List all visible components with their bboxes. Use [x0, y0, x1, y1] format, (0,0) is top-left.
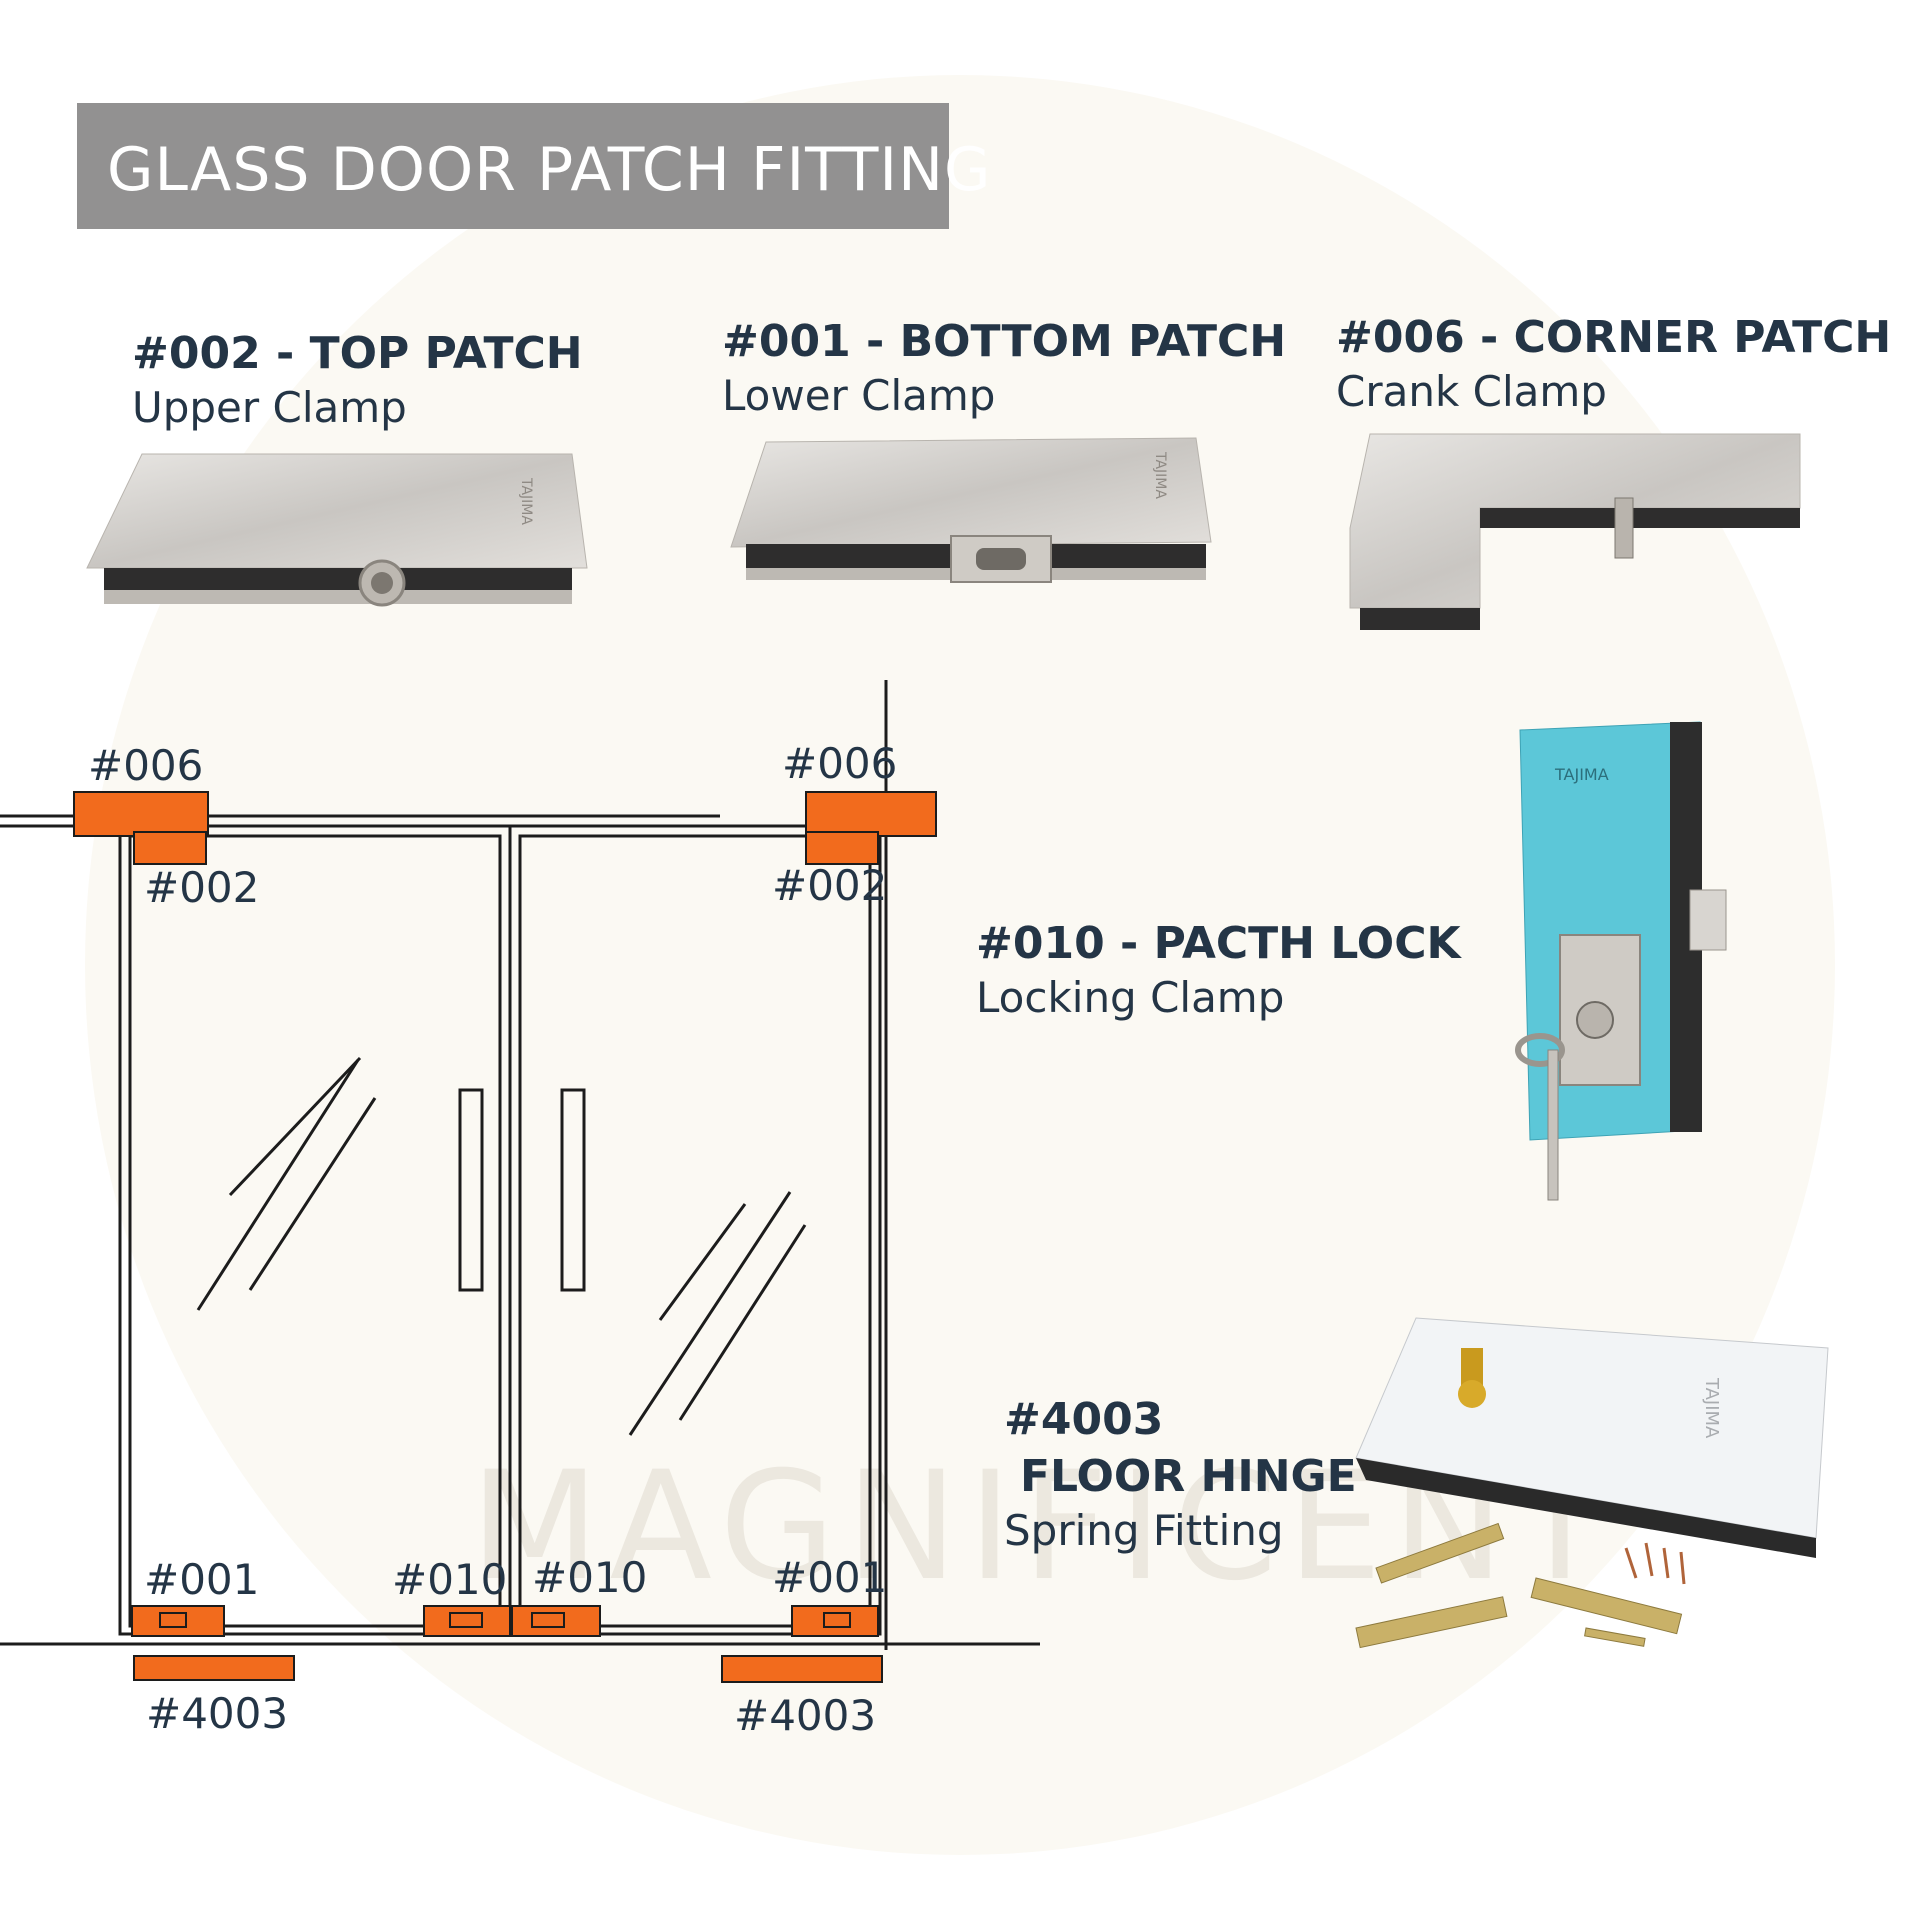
tag-hinge-left: #4003: [146, 1689, 288, 1738]
corner-patch-right: [805, 791, 937, 837]
floor-hinge-right: [721, 1655, 883, 1683]
corner-patch-image: [1349, 433, 1801, 630]
corner-patch-code: #006 - CORNER PATCH: [1336, 312, 1892, 363]
bottom-patch-label: #001 - BOTTOM PATCH Lower Clamp: [722, 316, 1286, 420]
patch-lock-label: #010 - PACTH LOCK Locking Clamp: [976, 918, 1461, 1022]
patch-lock-code: #010 - PACTH LOCK: [976, 918, 1461, 969]
door-diagram: #006 #006 #002 #002 #001 #010 #010 #001 …: [0, 680, 1040, 1740]
corner-patch-left: [73, 791, 209, 837]
floor-hinge-brand: TAJIMA: [1701, 1377, 1722, 1439]
tag-bottom-right: #001: [772, 1553, 887, 1602]
patch-lock-name: Locking Clamp: [976, 973, 1285, 1022]
corner-patch-name: Crank Clamp: [1336, 367, 1607, 416]
bottom-patch-name: Lower Clamp: [722, 371, 996, 420]
top-patch-left: [133, 831, 207, 865]
title-banner: GLASS DOOR PATCH FITTING: [77, 103, 990, 229]
tag-top-right: #002: [772, 861, 887, 910]
top-patch-image: TAJIMA: [86, 453, 588, 607]
tag-lock-right: #010: [532, 1553, 647, 1602]
floor-hinge-image: TAJIMA: [1355, 1317, 1829, 1649]
top-patch-name: Upper Clamp: [132, 383, 407, 432]
floor-hinge-left: [133, 1655, 295, 1681]
patch-lock-left: [423, 1605, 511, 1637]
patch-lock-brand: TAJIMA: [1554, 765, 1609, 784]
tag-top-left: #002: [144, 863, 259, 912]
bottom-patch-brand: TAJIMA: [1152, 451, 1168, 499]
floor-hinge-code: #4003: [1004, 1394, 1164, 1445]
right-door-panel: [508, 824, 882, 1636]
page-title: GLASS DOOR PATCH FITTING: [107, 135, 992, 205]
top-patch-code: #002 - TOP PATCH: [132, 328, 583, 379]
tag-corner-left: #006: [88, 741, 203, 790]
tag-bottom-left: #001: [144, 1555, 259, 1604]
floor-hinge-name: Spring Fitting: [1004, 1506, 1284, 1555]
floor-hinge-title: FLOOR HINGE: [1020, 1451, 1357, 1502]
bottom-patch-left: [131, 1605, 225, 1637]
bottom-patch-code: #001 - BOTTOM PATCH: [722, 316, 1287, 367]
left-door-panel: [118, 824, 512, 1636]
tag-hinge-right: #4003: [734, 1691, 876, 1740]
bottom-patch-image: TAJIMA: [730, 437, 1212, 583]
tag-lock-left: #010: [392, 1555, 507, 1604]
patch-lock-image: TAJIMA: [1515, 721, 1727, 1201]
patch-lock-right: [511, 1605, 601, 1637]
corner-patch-label: #006 - CORNER PATCH Crank Clamp: [1336, 312, 1891, 416]
top-patch-brand: TAJIMA: [518, 477, 534, 525]
tag-corner-right: #006: [782, 739, 897, 788]
top-patch-right: [805, 831, 879, 865]
floor-hinge-label: #4003 FLOOR HINGE Spring Fitting: [1004, 1394, 1357, 1555]
right-door-handle: [560, 1088, 586, 1292]
bottom-patch-right: [791, 1605, 879, 1637]
left-door-handle: [458, 1088, 484, 1292]
top-patch-label: #002 - TOP PATCH Upper Clamp: [132, 328, 583, 432]
